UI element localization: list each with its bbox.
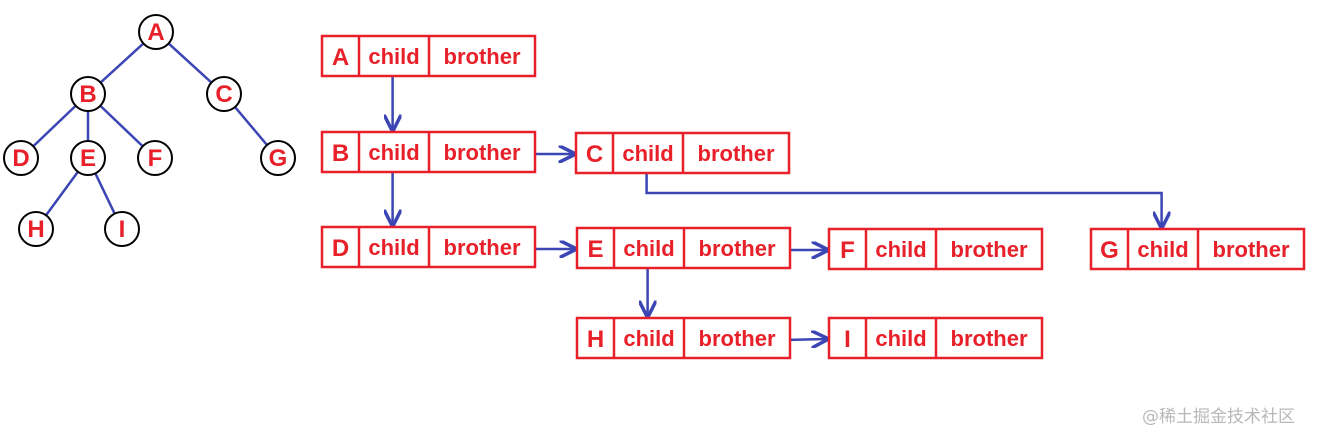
tree-node-label: C xyxy=(215,81,232,108)
tree-node-i: I xyxy=(104,211,140,247)
record-label: F xyxy=(840,237,855,264)
tree-nodes: A B C D E F G H I xyxy=(3,14,296,247)
link-arrows xyxy=(393,66,1162,340)
tree-node-circle xyxy=(70,76,106,112)
record-label: E xyxy=(587,236,603,263)
record-label: I xyxy=(844,326,851,353)
watermark: @稀土掘金技术社区 xyxy=(1142,407,1295,427)
record-brother-label: brother xyxy=(698,141,775,166)
tree-node-f: F xyxy=(137,140,173,176)
record-label: G xyxy=(1100,237,1119,264)
tree-node-label: B xyxy=(79,81,96,108)
tree-edges xyxy=(32,42,268,217)
record-label: B xyxy=(332,140,349,167)
tree-node-circle xyxy=(70,140,106,176)
tree-node-c: C xyxy=(206,76,242,112)
tree-node-g: G xyxy=(260,140,296,176)
tree-edge-B-D xyxy=(32,104,77,148)
record-label: H xyxy=(587,326,604,353)
tree-node-circle xyxy=(18,211,54,247)
tree-node-label: I xyxy=(119,216,126,243)
tree-node-label: D xyxy=(12,145,29,172)
tree-node-d: D xyxy=(3,140,39,176)
tree-node-label: H xyxy=(27,216,44,243)
child-pointer-c-g xyxy=(645,163,1162,227)
tree-node-a: A xyxy=(138,14,174,50)
record-brother-label: brother xyxy=(1213,237,1290,262)
record-brother-label: brother xyxy=(951,237,1028,262)
record-label: D xyxy=(332,235,349,262)
tree-node-e: E xyxy=(70,140,106,176)
tree-node-b: B xyxy=(70,76,106,112)
tree-edge-C-G xyxy=(234,106,268,146)
record-brother-label: brother xyxy=(444,140,521,165)
record-child-label: child xyxy=(875,326,926,351)
record-child-label: child xyxy=(368,235,419,260)
tree-node-label: A xyxy=(147,19,164,46)
record-child-label: child xyxy=(368,44,419,69)
tree-node-label: G xyxy=(269,145,288,172)
tree-node-circle xyxy=(138,14,174,50)
record-child-label: child xyxy=(623,326,674,351)
tree-edge-E-H xyxy=(45,170,79,217)
record-brother-label: brother xyxy=(699,236,776,261)
tree-node-circle xyxy=(104,211,140,247)
record-child-label: child xyxy=(622,141,673,166)
record-brother-label: brother xyxy=(444,44,521,69)
tree-node-h: H xyxy=(18,211,54,247)
tree-edge-A-B xyxy=(99,42,145,84)
tree-node-circle xyxy=(3,140,39,176)
record-child-label: child xyxy=(368,140,419,165)
tree-node-label: F xyxy=(148,145,163,172)
tree-edge-A-C xyxy=(167,42,213,84)
record-brother-label: brother xyxy=(699,326,776,351)
tree-node-label: E xyxy=(80,145,96,172)
record-brother-label: brother xyxy=(951,326,1028,351)
record-brother-label: brother xyxy=(444,235,521,260)
tree-edge-B-F xyxy=(99,104,144,148)
record-child-label: child xyxy=(1137,237,1188,262)
tree-edge-E-I xyxy=(94,172,116,215)
record-label: C xyxy=(586,141,603,168)
tree-node-circle xyxy=(137,140,173,176)
record-child-label: child xyxy=(623,236,674,261)
record-child-label: child xyxy=(875,237,926,262)
tree-node-circle xyxy=(206,76,242,112)
tree-node-circle xyxy=(260,140,296,176)
record-label: A xyxy=(332,44,349,71)
